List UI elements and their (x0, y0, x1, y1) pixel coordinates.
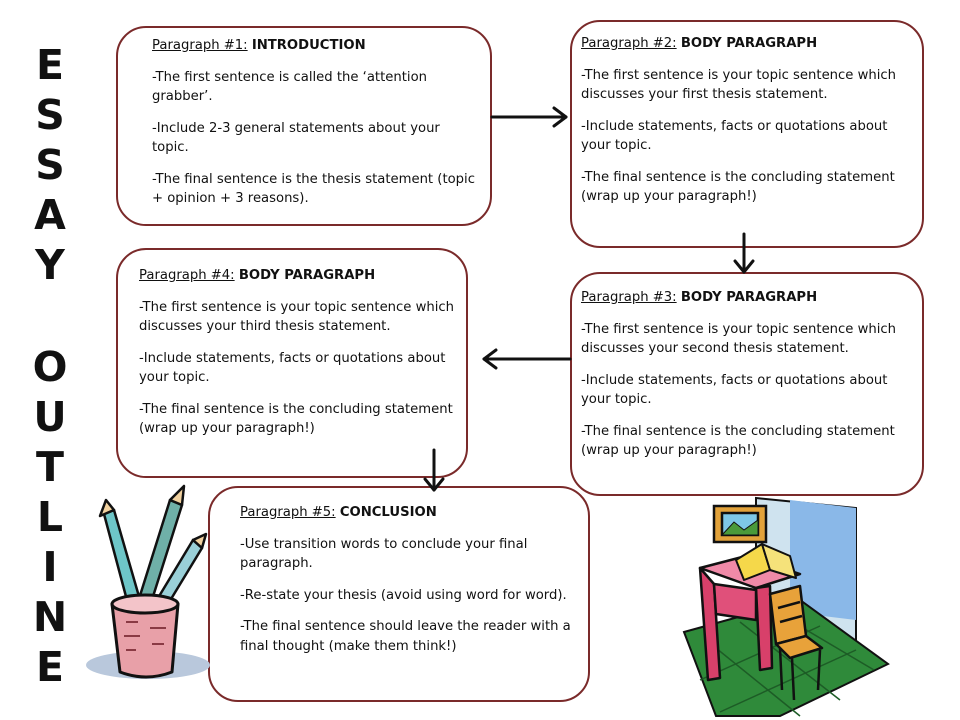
title-letter: N (32, 593, 68, 641)
title-letter: E (35, 643, 64, 691)
title-letter: T (36, 443, 64, 491)
title-letter: S (35, 141, 65, 189)
box-line: -The first sentence is called the ‘atten… (152, 69, 428, 105)
vertical-title: E S S A Y O U T L I N E (22, 40, 78, 692)
arrow-down-icon (423, 448, 445, 492)
arrow-left-icon (482, 348, 572, 370)
paragraph-kind: CONCLUSION (339, 505, 437, 520)
title-letter: Y (35, 241, 65, 289)
box-line: -Include 2-3 general statements about yo… (152, 120, 440, 156)
box-heading: Paragraph #3: BODY PARAGRAPH (581, 288, 910, 308)
title-letter: I (42, 543, 58, 591)
box-line: -The final sentence is the concluding st… (139, 401, 453, 437)
paragraph-label: Paragraph #3: (581, 290, 677, 305)
box-line: -The final sentence is the concluding st… (581, 423, 895, 459)
title-letter: A (34, 191, 66, 239)
paragraph-kind: BODY PARAGRAPH (238, 268, 376, 283)
paragraph-1-box: Paragraph #1: INTRODUCTION -The first se… (116, 26, 492, 226)
box-line: -The first sentence is your topic senten… (581, 321, 897, 357)
paragraph-3-box: Paragraph #3: BODY PARAGRAPH -The first … (570, 272, 924, 496)
box-line: -Use transition words to conclude your f… (240, 536, 528, 572)
box-line: -Include statements, facts or quotations… (581, 372, 888, 408)
title-letter: E (35, 41, 64, 89)
paragraph-kind: INTRODUCTION (251, 38, 366, 53)
title-letter: L (36, 493, 64, 541)
box-heading: Paragraph #5: CONCLUSION (240, 503, 576, 523)
box-heading: Paragraph #1: INTRODUCTION (152, 36, 478, 56)
paragraph-4-box: Paragraph #4: BODY PARAGRAPH -The first … (116, 248, 468, 478)
box-heading: Paragraph #4: BODY PARAGRAPH (139, 266, 454, 286)
box-line: -The final sentence should leave the rea… (240, 619, 571, 654)
box-line: -Include statements, facts or quotations… (581, 118, 888, 154)
box-line: -Re-state your thesis (avoid using word … (240, 587, 567, 603)
box-heading: Paragraph #2: BODY PARAGRAPH (581, 34, 910, 54)
title-letter: U (33, 393, 67, 441)
paragraph-kind: BODY PARAGRAPH (680, 290, 818, 305)
paragraph-2-box: Paragraph #2: BODY PARAGRAPH -The first … (570, 20, 924, 248)
paragraph-kind: BODY PARAGRAPH (680, 36, 818, 51)
arrow-down-icon (733, 232, 755, 274)
paragraph-label: Paragraph #1: (152, 38, 248, 53)
box-line: -The final sentence is the thesis statem… (152, 171, 475, 207)
arrow-right-icon (490, 106, 568, 128)
paragraph-label: Paragraph #4: (139, 268, 235, 283)
title-letter: S (35, 91, 65, 139)
paragraph-5-box: Paragraph #5: CONCLUSION -Use transition… (208, 486, 590, 702)
box-line: -The first sentence is your topic senten… (139, 299, 455, 335)
box-line: -The final sentence is the concluding st… (581, 169, 895, 205)
paragraph-label: Paragraph #2: (581, 36, 677, 51)
paragraph-label: Paragraph #5: (240, 505, 336, 520)
title-letter: O (32, 343, 68, 391)
box-line: -Include statements, facts or quotations… (139, 350, 446, 386)
box-line: -The first sentence is your topic senten… (581, 67, 897, 103)
